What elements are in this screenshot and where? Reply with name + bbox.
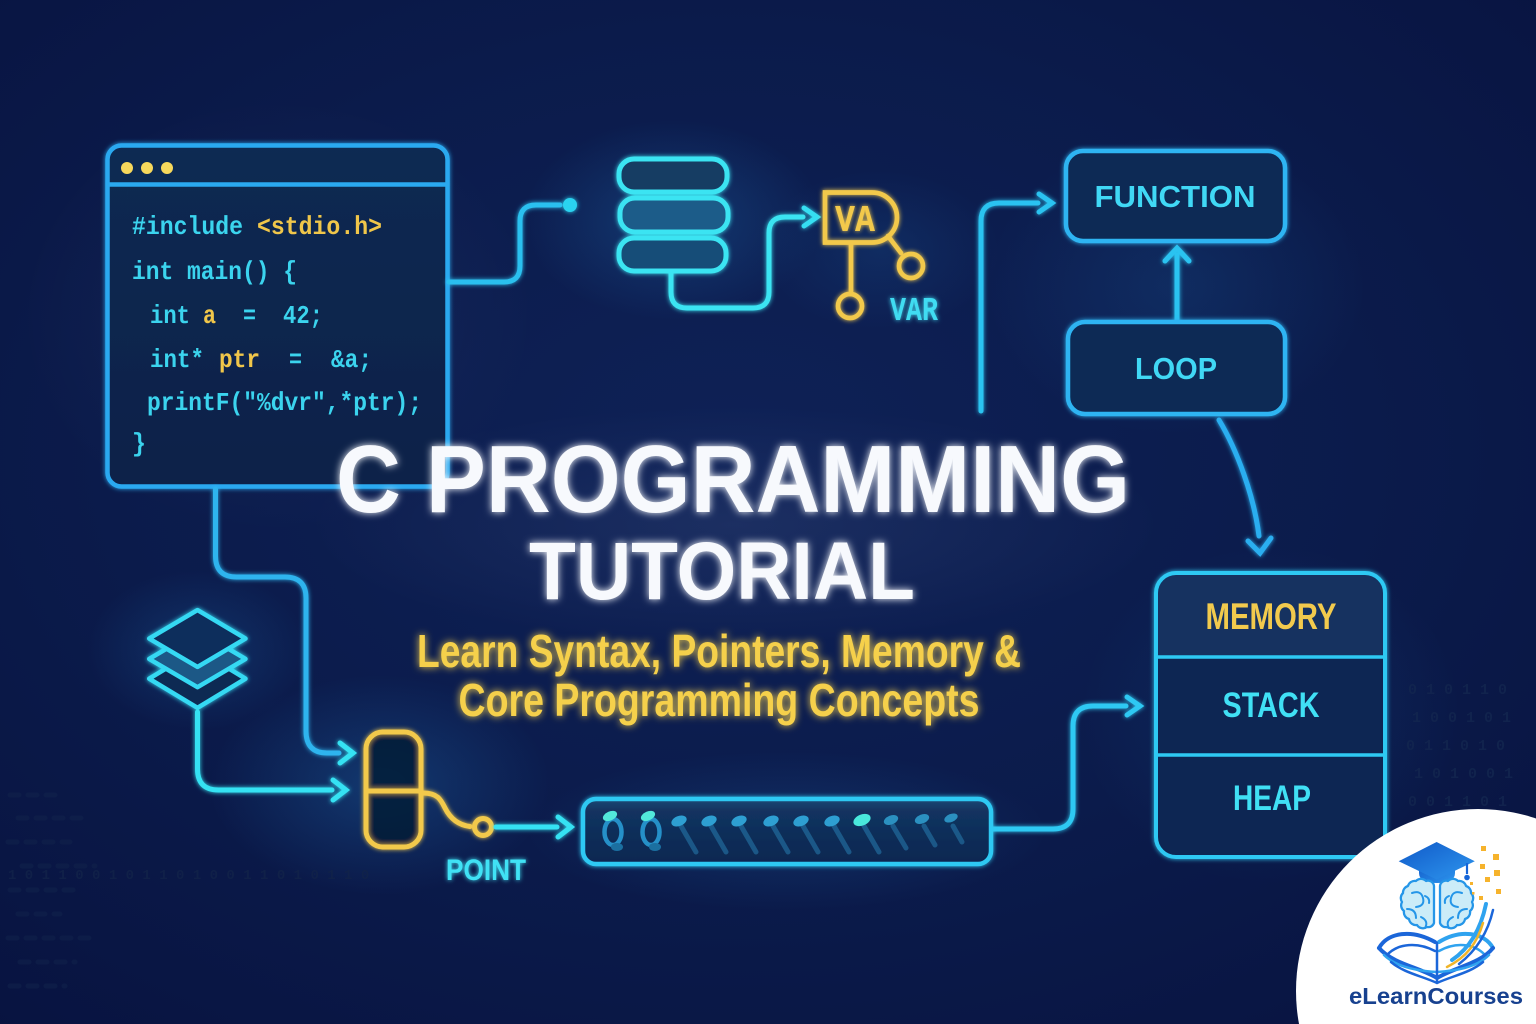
svg-text:1 0 0 1 0 1: 1 0 0 1 0 1 [1412, 710, 1511, 727]
svg-text:42;: 42; [283, 301, 323, 331]
svg-text:Core Programming Concepts: Core Programming Concepts [459, 674, 980, 726]
svg-text:VAR: VAR [890, 293, 938, 330]
svg-text:Learn Syntax, Pointers, Memory: Learn Syntax, Pointers, Memory & [417, 625, 1021, 677]
svg-text:MEMORY: MEMORY [1206, 596, 1337, 637]
svg-text:=: = [243, 301, 256, 331]
svg-text:int: int [150, 301, 190, 331]
svg-text:}: } [132, 429, 146, 459]
svg-text:TUTORIAL: TUTORIAL [529, 526, 915, 617]
svg-text:C PROGRAMMING: C PROGRAMMING [336, 426, 1130, 533]
svg-text:LOOP: LOOP [1135, 351, 1217, 386]
svg-text:a: a [203, 301, 216, 331]
svg-text:1 0 1 1 0 0 1 0 1 1 0 1 0 0 1: 1 0 1 1 0 0 1 0 1 1 0 1 0 0 1 1 0 1 0 1 … [8, 868, 369, 884]
svg-text:HEAP: HEAP [1233, 779, 1311, 818]
svg-text:int main() {: int main() { [132, 257, 297, 287]
svg-text:#include: #include [132, 212, 243, 242]
svg-text:&a;: &a; [331, 345, 372, 375]
svg-text:eLearnCourses: eLearnCourses [1349, 983, 1523, 1009]
svg-text:STACK: STACK [1223, 686, 1320, 725]
svg-text:0 1 0 1 1 0: 0 1 0 1 1 0 [1408, 682, 1507, 699]
svg-text:<stdio.h>: <stdio.h> [257, 212, 382, 242]
svg-text:1 0 1 0 0 1: 1 0 1 0 0 1 [1414, 766, 1513, 783]
svg-text:=: = [289, 345, 302, 375]
svg-text:0 0 1 1 0 1: 0 0 1 1 0 1 [1408, 794, 1507, 811]
svg-text:0 1 1 0 1 0: 0 1 1 0 1 0 [1406, 738, 1505, 755]
svg-text:FUNCTION: FUNCTION [1095, 179, 1256, 214]
svg-text:POINT: POINT [446, 854, 526, 887]
svg-text:ptr: ptr [219, 345, 260, 375]
svg-text:int*: int* [150, 345, 204, 375]
svg-text:VA: VA [835, 200, 875, 243]
svg-text:printF("%dvr",*ptr);: printF("%dvr",*ptr); [147, 388, 422, 418]
